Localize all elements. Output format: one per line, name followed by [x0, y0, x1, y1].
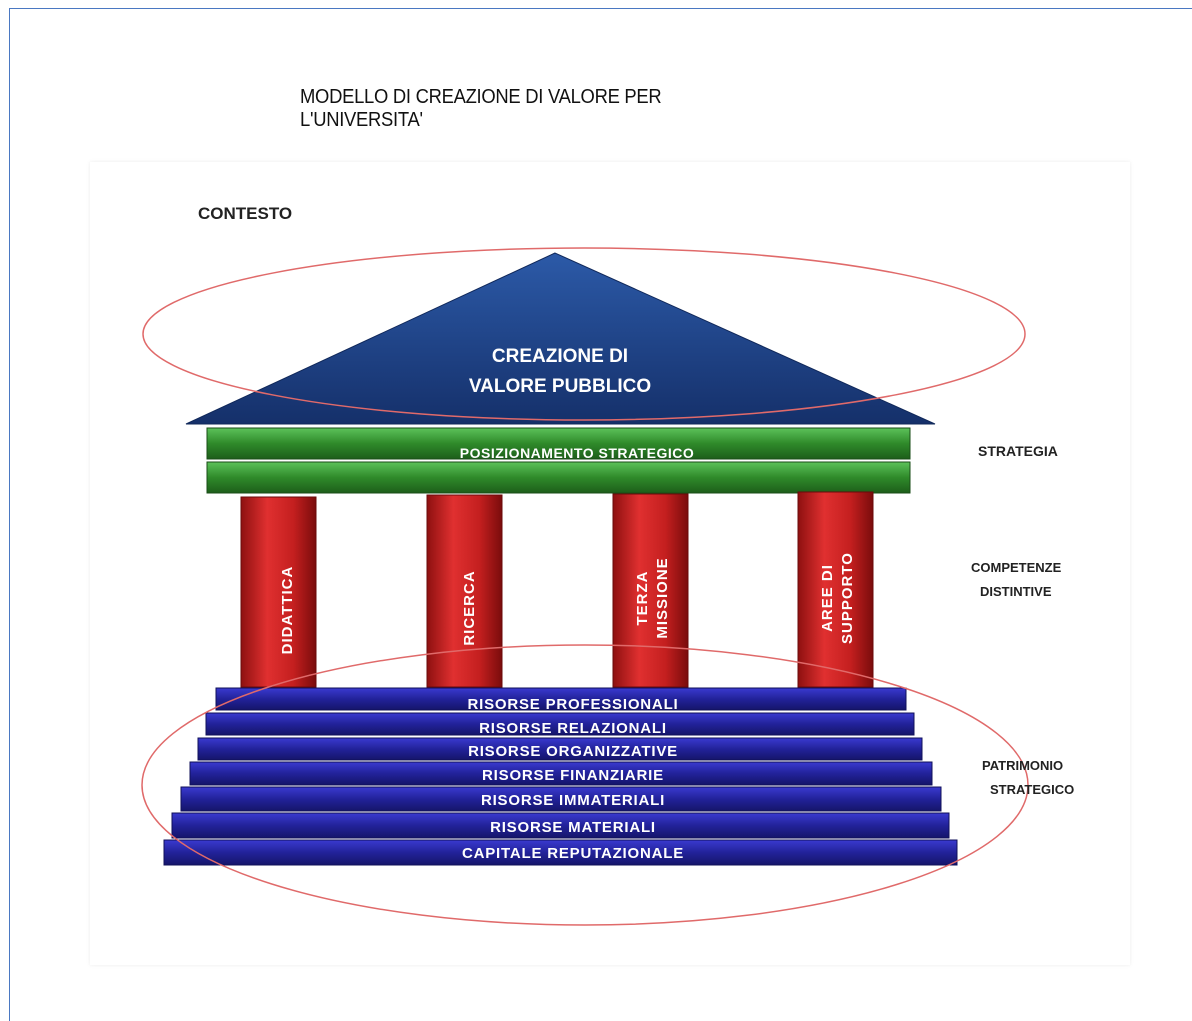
label-competenze-line2: DISTINTIVE [980, 584, 1052, 599]
step-2 [205, 712, 915, 736]
roof-text-line2: VALORE PUBBLICO [469, 376, 651, 397]
resources-ellipse-bottom [141, 644, 1029, 926]
beam-upper [206, 427, 911, 460]
pillar-terza-missione [612, 493, 689, 688]
steps-group [163, 687, 958, 866]
pillar-label-supporto: SUPPORTO [839, 552, 856, 644]
beam-lower [206, 461, 911, 494]
step-label-7: CAPITALE REPUTAZIONALE [462, 845, 684, 862]
step-label-3: RISORSE ORGANIZZATIVE [468, 743, 678, 760]
pillar-didattica [240, 496, 317, 688]
label-patrimonio-line1: PATRIMONIO [982, 758, 1063, 773]
step-label-5: RISORSE IMMATERIALI [481, 792, 665, 809]
pillar-label-terza: TERZA [634, 571, 651, 626]
label-strategia: STRATEGIA [978, 443, 1058, 459]
step-1 [215, 687, 907, 711]
page-title: MODELLO DI CREAZIONE DI VALORE PER L'UNI… [300, 86, 662, 131]
pillar-label-aree-di: AREE DI [819, 564, 836, 632]
step-label-1: RISORSE PROFESSIONALI [468, 696, 679, 713]
pillar-label-didattica: DIDATTICA [279, 566, 296, 655]
step-label-6: RISORSE MATERIALI [490, 819, 656, 836]
pillar-aree-supporto [797, 491, 874, 688]
pillar-label-missione: MISSIONE [654, 557, 671, 638]
beam-label: POSIZIONAMENTO STRATEGICO [460, 445, 694, 461]
roof-text-line1: CREAZIONE DI [492, 346, 628, 367]
step-3 [197, 737, 923, 761]
label-patrimonio-line2: STRATEGICO [990, 782, 1074, 797]
step-5 [180, 786, 942, 812]
step-label-4: RISORSE FINANZIARIE [482, 767, 664, 784]
step-4 [189, 761, 933, 786]
step-7 [163, 839, 958, 866]
pillar-ricerca [426, 494, 503, 688]
step-label-2: RISORSE RELAZIONALI [479, 720, 667, 737]
page-frame [9, 8, 1192, 1021]
context-label: CONTESTO [198, 204, 292, 223]
pillar-label-ricerca: RICERCA [461, 570, 478, 645]
step-6 [171, 812, 950, 839]
label-competenze-line1: COMPETENZE [971, 560, 1062, 575]
roof-triangle [185, 252, 936, 425]
context-ellipse-top [142, 247, 1026, 421]
